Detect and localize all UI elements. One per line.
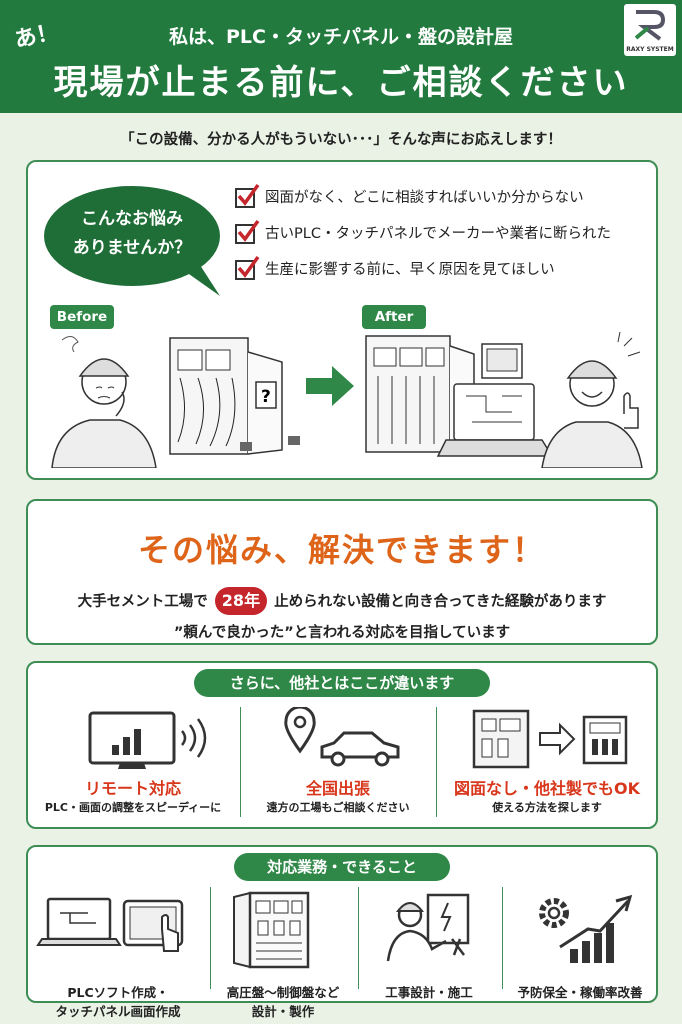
service-panel-design: 高圧盤〜制御盤など 設計・製作 — [212, 889, 354, 1024]
remote-monitor-icon — [88, 711, 207, 769]
feature-nationwide: 全国出張 遠方の工場もご相談ください — [242, 707, 434, 817]
arrow-right-icon — [306, 366, 354, 406]
divider — [502, 887, 503, 989]
service-text: 設計・製作 — [251, 1004, 315, 1019]
company-logo: RAXY SYSTEM — [624, 4, 676, 56]
feature-title: リモート対応 — [84, 779, 181, 798]
header-banner: あ！ 私は、PLC・タッチパネル・盤の設計屋 現場が止まる前に、ご相談ください … — [0, 0, 682, 113]
logo-mark-icon — [634, 10, 666, 41]
divider — [210, 887, 211, 989]
experience-suffix: 止められない設備と向き合ってきた経験があります — [274, 594, 607, 610]
checkbox-icon — [235, 255, 260, 280]
features-title: さらに、他社とはここが違います — [194, 669, 490, 697]
logo-text: RAXY SYSTEM — [626, 46, 674, 53]
service-maintenance: 予防保全・稼働率改善 — [504, 889, 656, 1024]
service-text: 予防保全・稼働率改善 — [517, 985, 643, 1000]
header-subtitle: 私は、PLC・タッチパネル・盤の設計屋 — [169, 26, 513, 48]
panel-replacement-icon — [472, 709, 628, 769]
tagline: 「この設備、分かる人がもういない･･･」そんな声にお応えします！ — [120, 132, 562, 148]
worry-text: 生産に影響する前に、早く原因を見てほしい — [265, 262, 555, 278]
solution-card: その悩み、解決できます！ 大手セメント工場で 28年止められない設備と向き合ってき… — [26, 499, 658, 645]
before-label: Before — [50, 305, 114, 329]
growth-gear-icon — [539, 894, 633, 963]
feature-title: 図面なし・他社製でもOK — [453, 779, 640, 798]
electrician-icon — [386, 893, 470, 962]
before-illustration-icon: ? — [51, 336, 300, 468]
feature-desc: 遠方の工場もご相談ください — [266, 801, 410, 814]
feature-desc: PLC・画面の調整をスピーディーに — [44, 801, 222, 814]
worry-text: 古いPLC・タッチパネルでメーカーや業者に断られた — [265, 226, 611, 242]
features-card: さらに、他社とはここが違います リモート対応 PLC・画面の調整をスピーディーに… — [26, 661, 658, 829]
service-text: PLCソフト作成・ — [67, 985, 169, 1000]
motto-line: ”頼んで良かった”と言われる対応を目指しています — [173, 625, 511, 641]
services-card: 対応業務・できること PLCソフト作成・ タッチパネル画面作成 高圧盤〜制御盤な… — [26, 845, 658, 1019]
worries-bubble: こんなお悩み ありませんか？ — [44, 186, 220, 286]
feature-no-drawing: 図面なし・他社製でもOK 使える方法を探します — [438, 707, 656, 817]
service-text: タッチパネル画面作成 — [55, 1004, 181, 1019]
bubble-line: ありませんか？ — [72, 238, 192, 258]
control-panel-icon — [233, 891, 310, 969]
feature-remote: リモート対応 PLC・画面の調整をスピーディーに — [30, 707, 236, 817]
divider — [240, 707, 241, 817]
checkbox-icon — [235, 219, 260, 244]
service-construction: 工事設計・施工 — [360, 889, 498, 1024]
feature-title: 全国出張 — [305, 779, 370, 798]
divider — [358, 887, 359, 989]
service-text: 高圧盤〜制御盤など — [226, 985, 340, 1000]
years-badge: 28年 — [214, 587, 268, 615]
after-label: After — [362, 305, 426, 329]
worry-text: 図面がなく、どこに相談すればいいか分からない — [265, 190, 584, 206]
worries-card: こんなお悩み ありませんか？ 図面がなく、どこに相談すればいいか分からない 古い… — [26, 160, 658, 480]
bubble-line: こんなお悩み — [81, 209, 183, 229]
service-text: 工事設計・施工 — [385, 985, 473, 1000]
feature-desc: 使える方法を探します — [492, 801, 602, 814]
experience-line: 大手セメント工場で 28年止められない設備と向き合ってきた経験があります — [28, 587, 656, 615]
checkbox-icon — [235, 183, 260, 208]
plc-software-icon — [36, 897, 184, 952]
bubble-tail-icon — [172, 262, 220, 296]
divider — [436, 707, 437, 817]
solution-headline: その悩み、解決できます！ — [137, 531, 546, 569]
svg-text:?: ? — [261, 387, 271, 407]
service-plc-software: PLCソフト作成・ タッチパネル画面作成 — [30, 889, 206, 1024]
after-illustration-icon — [365, 332, 643, 468]
location-car-icon — [284, 707, 400, 767]
page-title: 現場が止まる前に、ご相談ください — [53, 63, 629, 103]
experience-prefix: 大手セメント工場で — [77, 594, 208, 610]
services-title: 対応業務・できること — [234, 853, 450, 881]
